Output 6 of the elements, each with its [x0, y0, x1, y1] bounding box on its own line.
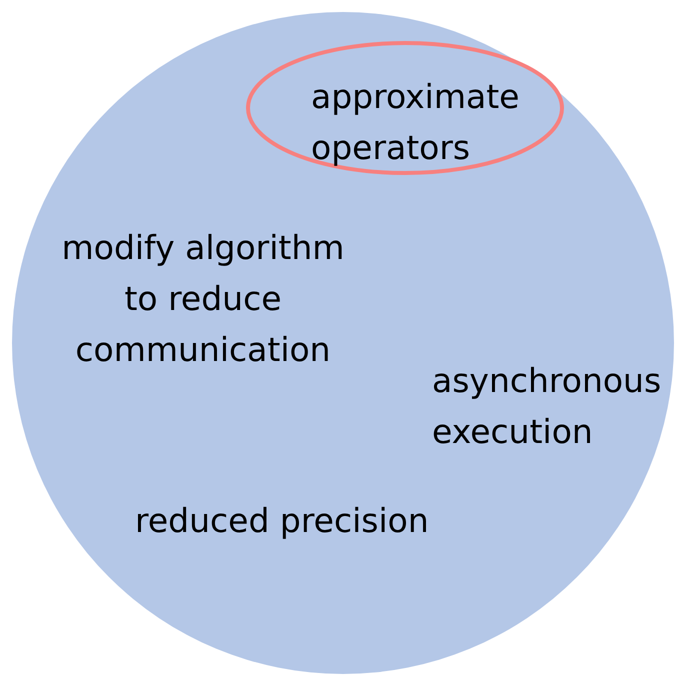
circle-region [12, 12, 674, 674]
region-text: approximate operators [311, 76, 520, 169]
region-text: asynchronous execution [432, 360, 662, 453]
region-text: reduced precision [135, 500, 430, 542]
highlight-ellipse [246, 41, 564, 175]
region-text: modify algorithm to reduce communication [60, 227, 346, 371]
